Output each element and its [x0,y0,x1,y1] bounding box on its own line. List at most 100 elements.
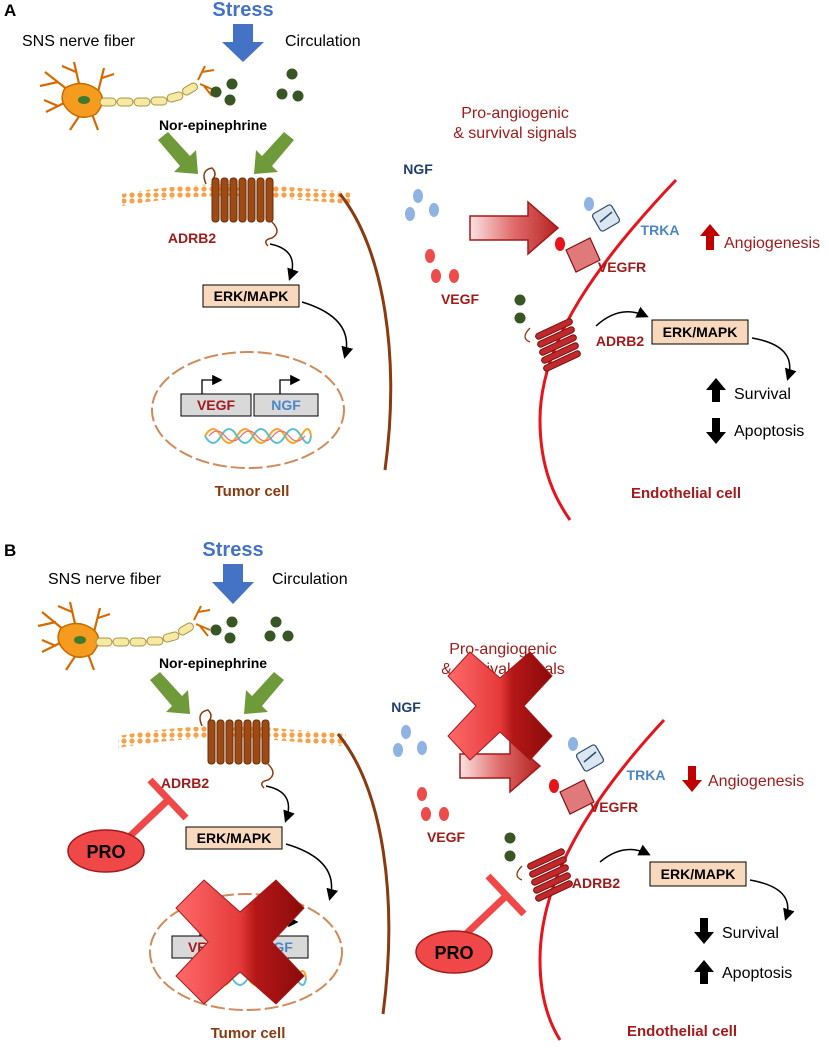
endothelial-membrane [538,178,678,521]
tumor-cell-boundary [338,193,393,471]
neuron-icon [39,61,215,131]
vegf-label-b: VEGF [427,829,466,845]
adrb2-endo-label-b: ADRB2 [572,875,620,891]
tumor-cell-label: Tumor cell [215,483,290,500]
survival-down-arrow [694,918,714,944]
pro-tumor-label: PRO [86,842,125,862]
inhibition-x-signals [447,651,553,761]
panel-a: A Stress SNS nerve fiber Circulation [4,0,820,521]
ngf-dots [405,189,439,221]
angiogenesis-up-arrow [700,224,720,250]
dna-helix [204,428,312,444]
inhibition-x-nucleus [175,879,305,1005]
vegfr-label: VEGFR [598,259,646,275]
green-arrow-right-b [244,672,284,714]
pro-endo-label: PRO [434,943,473,963]
gene-vegf-label: VEGF [197,397,236,413]
norepinephrine-label-b: Nor-epinephrine [159,655,267,671]
adrb2-receptor-tumor [203,167,278,247]
endothelial-membrane-b [538,718,666,1041]
signals-line1: Pro-angiogenic [461,105,569,122]
panel-b: B Stress SNS nerve fiber Circulation Nor… [4,539,804,1042]
tumor-cell-label-b: Tumor cell [211,1025,286,1042]
nucleus-b [149,893,343,1011]
green-arrow-left [158,132,198,174]
norepinephrine-dots [210,68,304,106]
arrow-adrb2-endo-to-erk-b [599,844,651,863]
sns-nerve-fiber-label-b: SNS nerve fiber [48,571,162,588]
pro-inhibitor-tumor [67,777,189,873]
stress-label: Stress [212,0,273,21]
arrow-erk-endo-to-outcomes-b [749,879,795,921]
stress-arrow-b [212,564,254,604]
arrow-erk-endo-to-outcomes [751,337,797,381]
signals-line1-b: Pro-angiogenic [449,641,557,658]
stress-label-b: Stress [202,539,263,561]
vegfr-receptor [555,237,601,273]
trka-label-b: TRKA [627,767,666,783]
adrb2-receptor-tumor-b [199,709,274,789]
apoptosis-label-b: Apoptosis [722,965,792,982]
arrow-erk-to-nucleus-b [285,843,339,901]
angiogenesis-down-arrow [682,766,702,792]
erk-mapk-tumor-label: ERK/MAPK [214,288,289,304]
adrb2-receptor-endo-b [516,848,573,902]
nucleus [151,351,345,469]
erk-mapk-endo-label-b: ERK/MAPK [661,866,736,882]
survival-label-b: Survival [722,925,779,942]
gene-vegf-box [180,393,252,417]
arrow-adrb2-to-erk-b [265,785,295,823]
adrb2-endo-label: ADRB2 [596,333,644,349]
big-signal-arrow-b [459,738,542,794]
angiogenesis-label: Angiogenesis [724,235,820,252]
erk-mapk-endo-label: ERK/MAPK [663,324,738,340]
circulation-label: Circulation [285,33,361,50]
norepinephrine-dots-endo-b [504,832,516,862]
apoptosis-down-arrow [706,418,726,444]
angiogenesis-label-b: Angiogenesis [708,773,804,790]
trka-receptor [584,197,621,232]
trka-label: TRKA [641,222,680,238]
vegf-dots [425,249,459,283]
tumor-cell-boundary-b [336,733,391,1015]
green-arrow-right [254,132,294,174]
norepinephrine-dots-endo [514,294,526,324]
survival-label: Survival [734,386,791,403]
gene-ngf-box [253,393,319,417]
adrb2-tumor-label: ADRB2 [168,230,216,246]
adrb2-tumor-label-b: ADRB2 [161,775,209,791]
ngf-label: NGF [403,161,433,177]
ngf-label-b: NGF [391,699,421,715]
big-signal-arrow [469,200,560,256]
vegfr-label-b: VEGFR [590,799,638,815]
ngf-dots-b [393,725,427,757]
sns-nerve-fiber-label: SNS nerve fiber [22,33,136,50]
norepinephrine-dots-b [210,616,294,644]
stress-arrow [222,24,264,62]
neuron-icon-b [37,601,211,671]
gene-ngf-label: NGF [271,397,301,413]
pro-inhibitor-endo [415,873,527,974]
vegf-label: VEGF [441,291,480,307]
apoptosis-up-arrow [694,960,714,984]
endothelial-cell-label-b: Endothelial cell [627,1023,737,1040]
erk-mapk-box-tumor-b [185,826,283,850]
arrow-adrb2-endo-to-erk [595,306,649,327]
endothelial-cell-label: Endothelial cell [631,485,741,502]
survival-up-arrow [706,378,726,402]
arrow-erk-to-nucleus [301,301,354,359]
norepinephrine-label: Nor-epinephrine [159,117,267,133]
erk-mapk-box-endo-b [649,861,747,887]
vegf-dots-b [417,787,449,821]
vegfr-receptor-b [549,779,595,815]
green-arrow-left-b [150,672,190,714]
erk-mapk-tumor-label-b: ERK/MAPK [197,830,272,846]
apoptosis-label: Apoptosis [734,423,804,440]
adrb2-receptor-endo [524,318,581,372]
erk-mapk-box-tumor [202,284,300,308]
arrow-adrb2-to-erk [269,243,299,281]
circulation-label-b: Circulation [272,571,348,588]
erk-mapk-box-endo [651,319,749,345]
